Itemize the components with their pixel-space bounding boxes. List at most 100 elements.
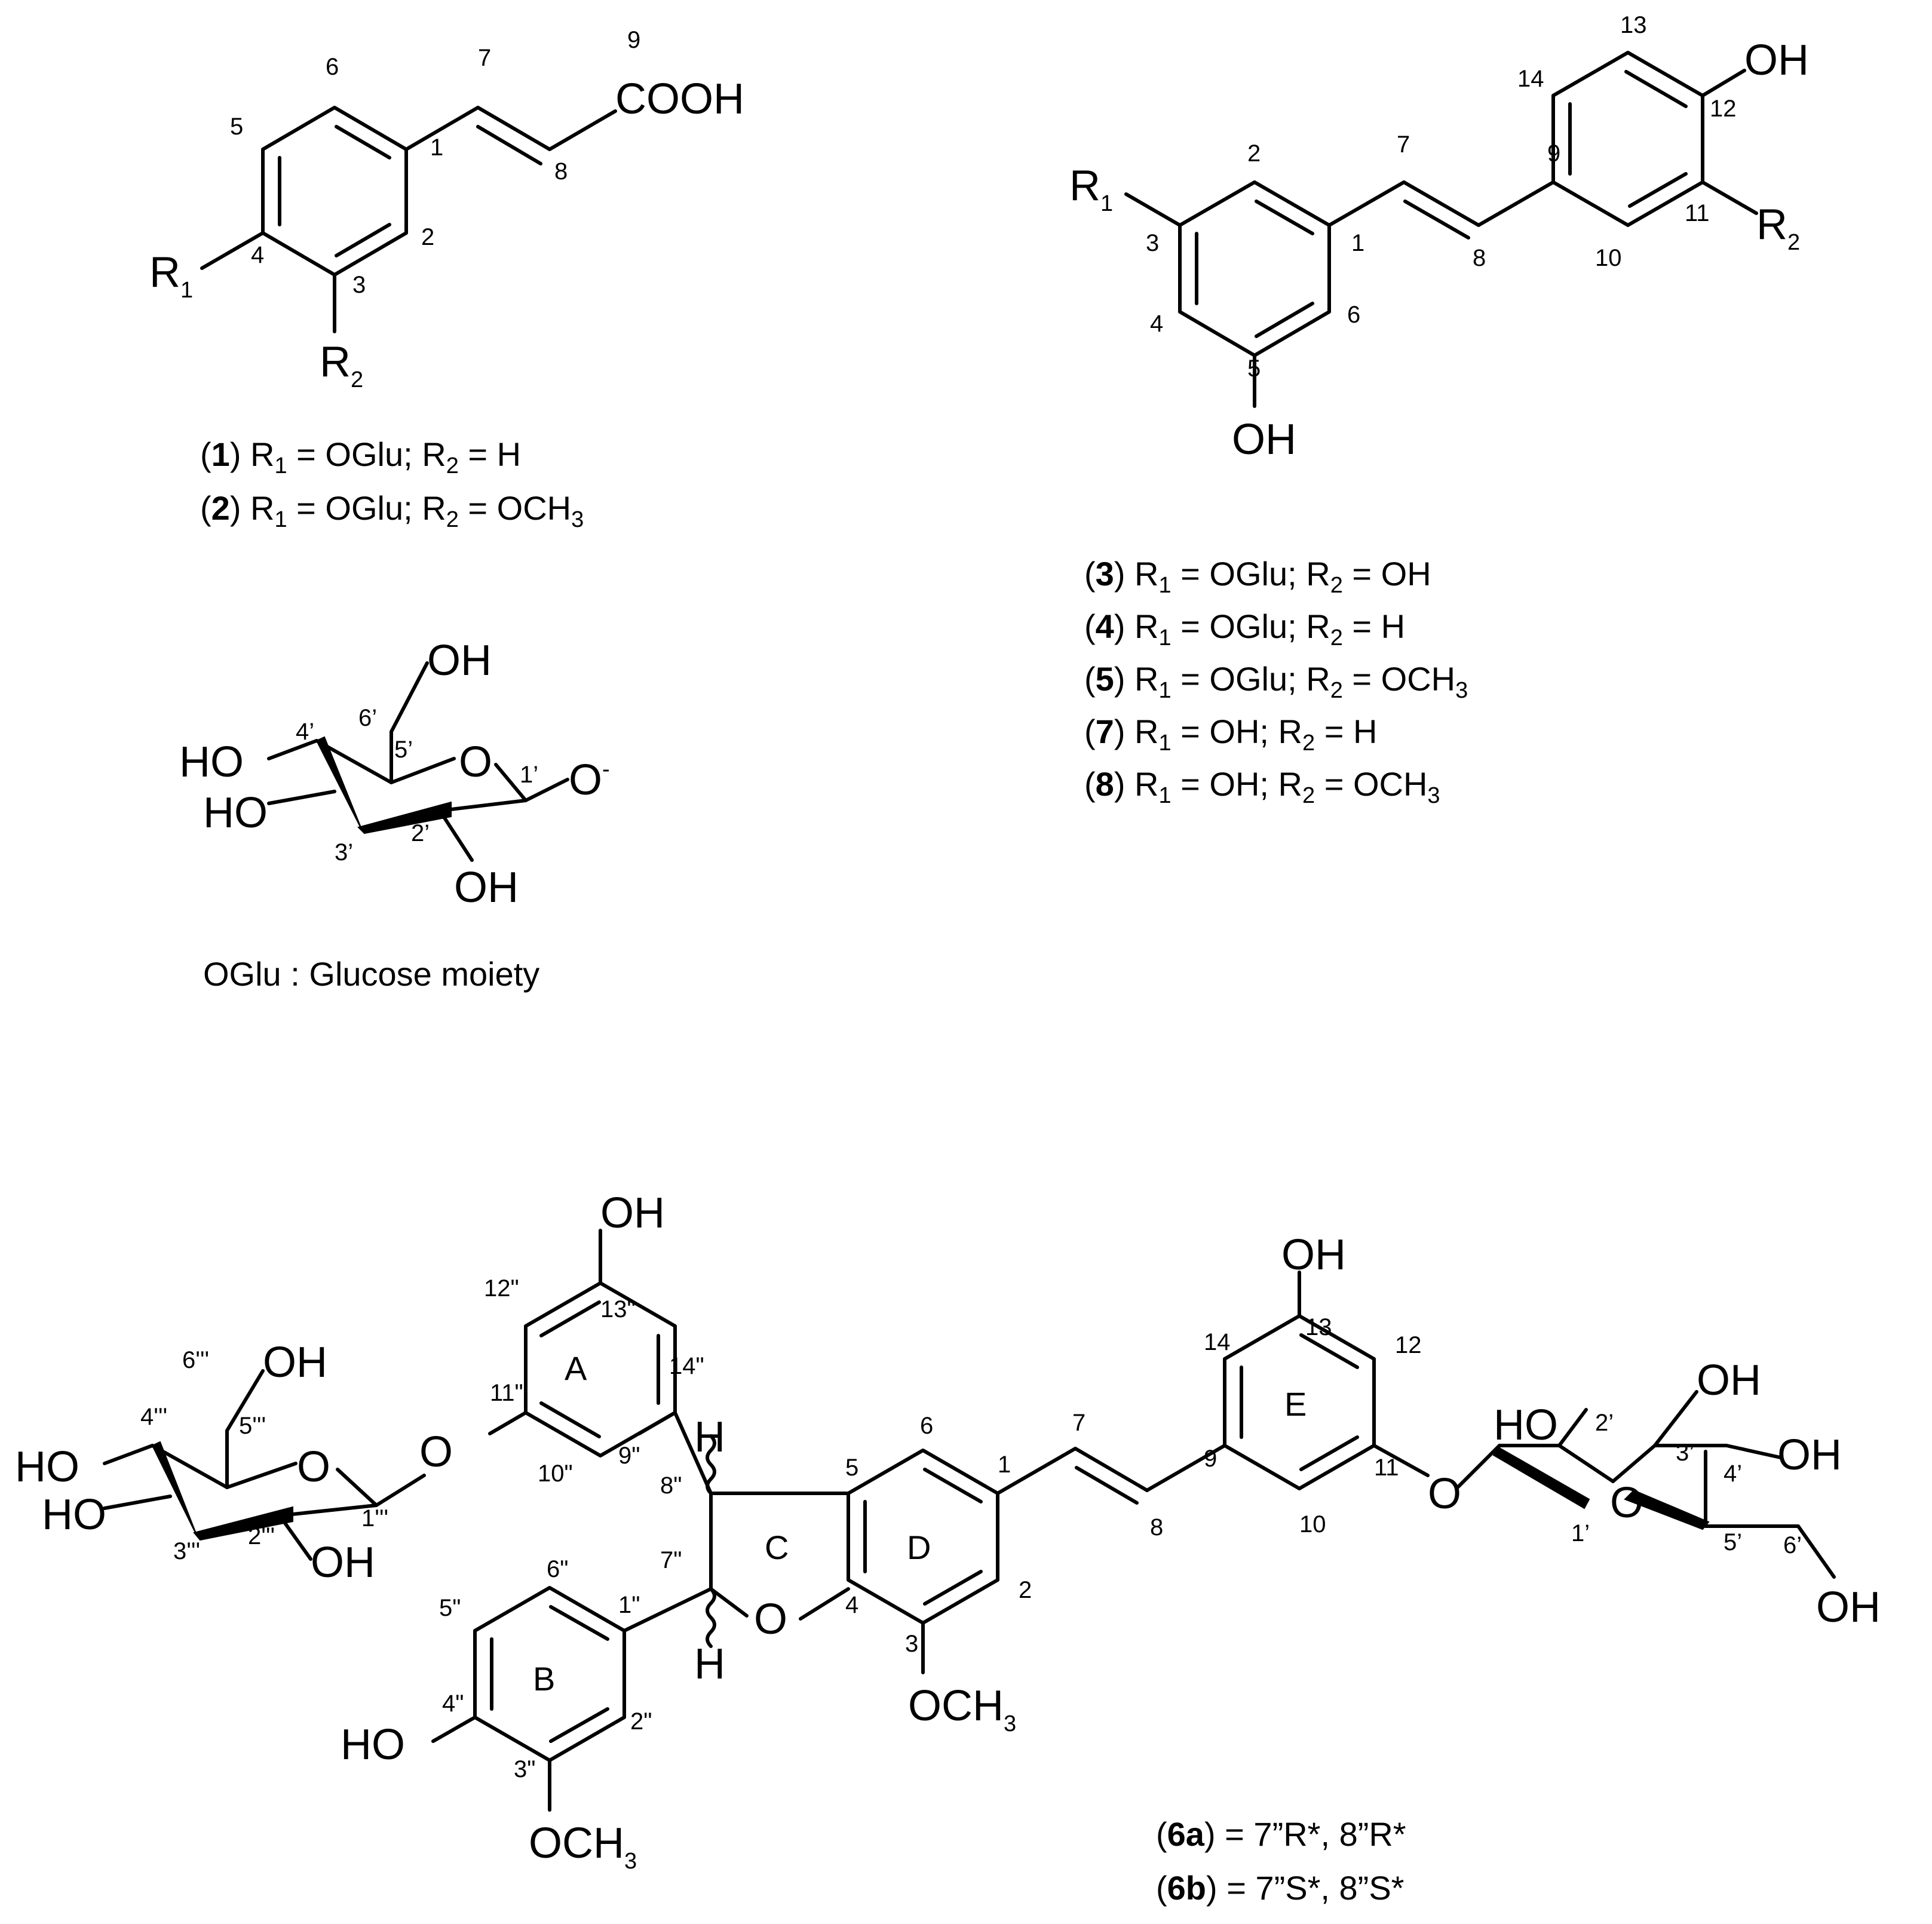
locant: 5’ [394,737,413,763]
r1-label: R1 [149,248,193,303]
locant: 2’ [1595,1410,1614,1436]
locant: 2’ [411,820,430,846]
r2-label: R2 [320,338,363,392]
bonds [1124,51,1758,408]
locant: 13 [1305,1314,1332,1340]
ring-label-c: C [765,1529,789,1566]
locant: 4" [442,1690,464,1717]
o-c-ring-label: O [754,1595,787,1643]
locant: 3’ [1676,1440,1694,1466]
locant: 5’ [1724,1529,1742,1555]
locant: 7 [1397,131,1410,158]
locant: 2 [1019,1577,1032,1603]
locant: 11 [1374,1454,1399,1481]
locant: 8" [660,1472,682,1499]
locant: 6 [1347,302,1360,328]
oh-ring-e-label: OH [1281,1231,1346,1279]
locant: 7" [660,1547,682,1573]
locant: 4''' [140,1404,167,1430]
locant: 5''' [239,1413,266,1439]
caption-compound-8: (8) R1 = OH; R2 = OCH3 [1084,765,1440,808]
ho-glc1-4-label: HO [15,1443,79,1491]
locant: 7 [478,45,491,71]
locant-labels: 1 2 3 4 5 6 7 8 9 10 11 12 13 14 [1146,12,1737,382]
structure-glucose-moiety: OH HO HO OH O O- 6’ 5’ 4’ 3’ 2’ 1’ OGlu … [179,637,610,993]
och3-ring-d-label: OCH3 [908,1682,1016,1736]
och3-ring-b-label: OCH3 [529,1819,637,1874]
locant: 6" [547,1556,568,1582]
r1-label: R1 [1069,162,1113,216]
ho-glc1-3-label: HO [42,1491,106,1539]
locant: 1 [1351,230,1364,256]
compound-captions: (6a) = 7”R*, 8”R* (6b) = 7”S*, 8”S* [1156,1815,1406,1907]
bonds [267,661,569,862]
locant: 1''' [361,1505,388,1532]
locant-labels: 6’ 5’ 4’ 3’ 2’ 1’ [296,705,538,866]
o-glc2-ring-label: O [1610,1479,1643,1527]
locant: 4’ [1724,1460,1742,1487]
locant: 3''' [173,1538,200,1564]
wavy-bond-h7 [706,1587,716,1648]
locant: 5 [845,1454,858,1481]
caption-compound-1: (1) R1 = OGlu; R2 = H [200,435,521,478]
locant: 8 [554,158,568,185]
locant: 6’ [1783,1532,1802,1558]
o-glc1-ring-label: O [297,1443,330,1491]
locant: 7 [1072,1410,1085,1436]
structure-compound-6: A B C D E OH OH OH HO HO OH O O H H O OC… [15,1189,1881,1907]
oh-glc2-3-label: OH [1697,1357,1761,1404]
locant: 4’ [296,719,314,745]
locant: 1" [618,1592,640,1618]
locant: 8 [1150,1514,1163,1541]
locant: 13 [1620,12,1647,38]
locant: 9 [1547,140,1560,167]
caption-compound-7: (7) R1 = OH; R2 = H [1084,713,1377,756]
locant: 2 [1247,140,1261,167]
locant: 4 [845,1592,858,1618]
locant: 14 [1204,1329,1231,1355]
ring-o-label: O [459,738,492,786]
group-labels: OH OH OH HO HO OH O O H H O OCH3 HO OCH3… [15,1189,1881,1874]
locant: 1 [430,134,443,161]
locant: 10 [1595,245,1622,271]
bonds [200,106,617,333]
oh-glc2-6-label: OH [1816,1584,1881,1631]
ho-3-label: HO [203,789,268,837]
caption-compound-2: (2) R1 = OGlu; R2 = OCH3 [200,489,584,532]
ho-glc2-2-label: HO [1494,1401,1558,1449]
locant: 9 [627,27,640,53]
locant: 6 [920,1413,933,1439]
caption-compound-6a: (6a) = 7”R*, 8”R* [1156,1815,1406,1853]
o-glc1-link-label: O [419,1428,453,1476]
locant: 2" [630,1708,652,1735]
locant: 4 [251,242,264,268]
oh-glc2-4-label: OH [1777,1431,1842,1479]
locant-labels: 1 2 3 4 5 6 7 8 9 [230,27,640,298]
locant: 6 [326,54,339,80]
locant: 4 [1150,311,1163,337]
locant: 1’ [520,762,538,788]
oh-glc1-2-label: OH [311,1539,375,1587]
locant: 8 [1473,245,1486,271]
ring-label-b: B [533,1660,555,1698]
ho-ring-b-label: HO [341,1721,405,1769]
ring-label-a: A [565,1349,587,1387]
caption-compound-6b: (6b) = 7”S*, 8”S* [1156,1869,1404,1907]
locant: 1’ [1571,1520,1590,1546]
oh-2-label: OH [454,864,519,912]
locant: 10 [1299,1511,1326,1538]
locant: 1 [998,1452,1011,1478]
cooh-label: COOH [615,75,744,123]
glucose-caption: OGlu : Glucose moiety [203,955,539,993]
locant: 3" [514,1756,535,1782]
structure-cinnamic-acid: COOH R1 R2 1 2 3 4 5 6 7 8 9 (1) R1 = OG… [149,27,744,532]
anomeric-o-label: O- [569,756,610,804]
ring-label-e: E [1284,1385,1307,1423]
locant: 14 [1517,66,1544,92]
structure-stilbene: OH OH R1 R2 1 2 3 4 5 6 7 8 9 10 11 12 1… [1069,12,1809,808]
compound-captions: (1) R1 = OGlu; R2 = H (2) R1 = OGlu; R2 … [200,435,584,532]
caption-compound-4: (4) R1 = OGlu; R2 = H [1084,607,1405,650]
bonds [103,1229,1836,1812]
locant: 10" [538,1460,573,1487]
